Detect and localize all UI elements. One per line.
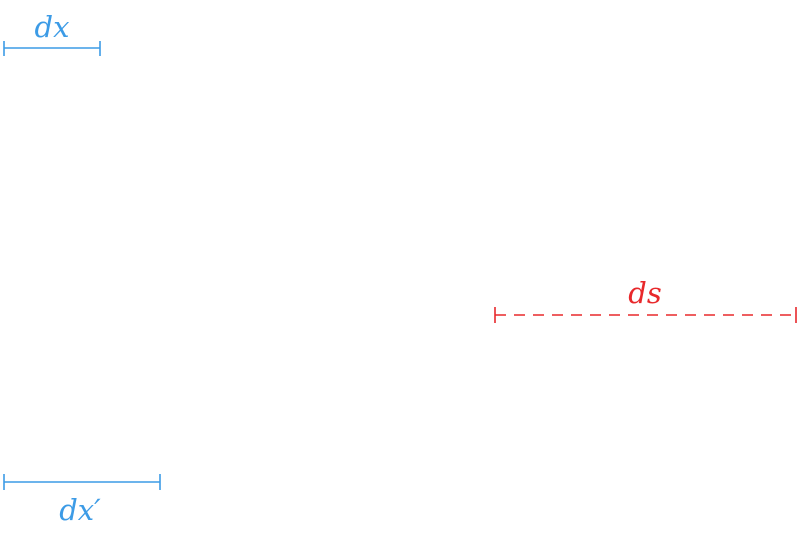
label-ds: ds xyxy=(628,276,661,310)
label-dx-prime: dx′ xyxy=(59,493,101,527)
segment-dx-prime: dx′ xyxy=(3,474,161,527)
segment-dx: dx xyxy=(3,10,101,56)
segment-ds: ds xyxy=(494,276,797,323)
label-dx: dx xyxy=(35,10,70,44)
